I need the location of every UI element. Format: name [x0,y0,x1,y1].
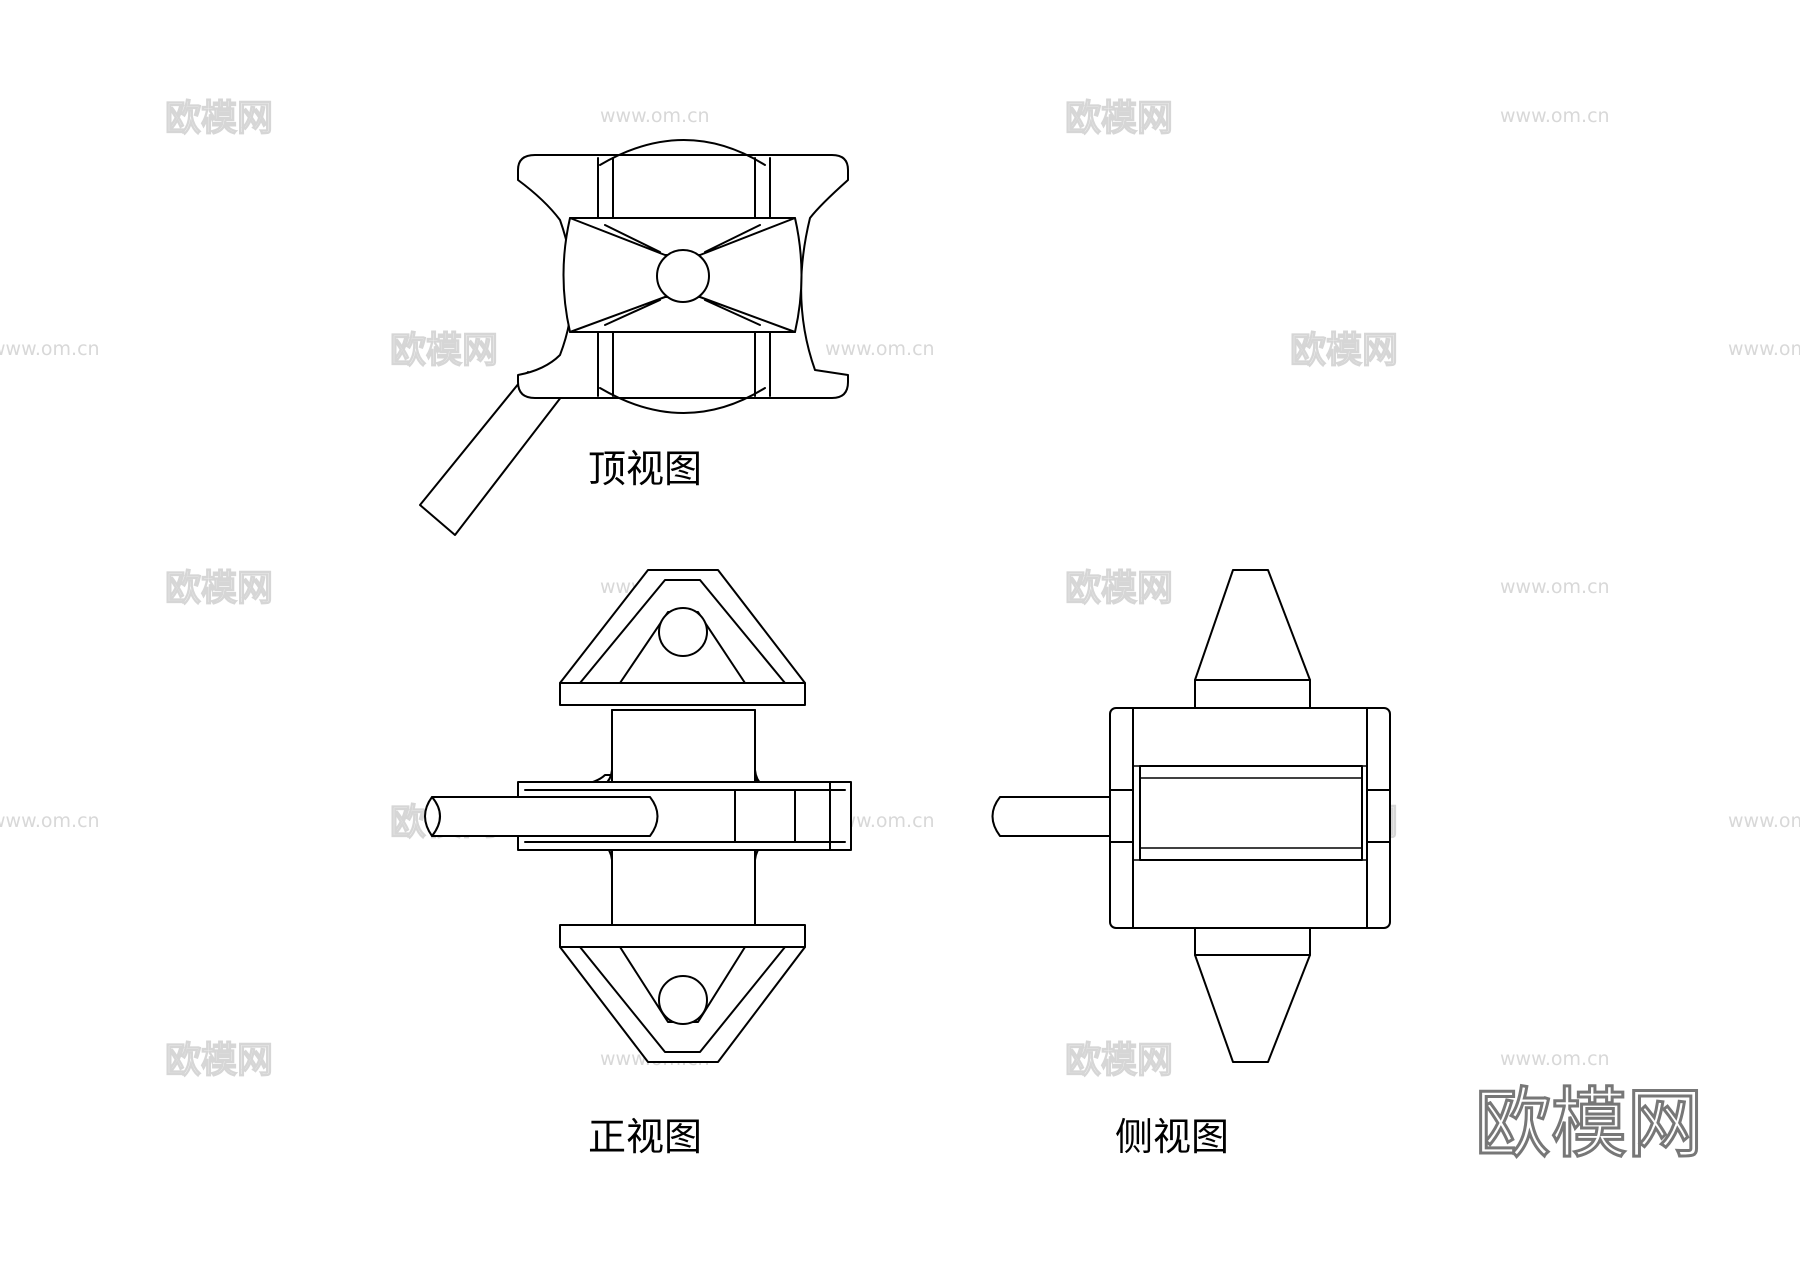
front-view-label: 正视图 [588,1115,702,1159]
side-view-window [1139,765,1363,861]
top-view-right-slots [754,157,771,397]
watermark-url: www.om.cn [1500,576,1610,598]
watermark-brand: 欧模网 [165,1040,273,1081]
top-view-label: 顶视图 [588,447,702,491]
front-view-upper-hole [658,607,708,657]
top-view-center-hole [656,249,710,303]
top-view-top-arc [599,139,766,166]
watermark-url: www.om.cn [1500,105,1610,127]
watermark-layer: 欧模网 www.om.cn 欧模网 www.om.cn www.om.cn 欧模… [0,97,1800,1081]
watermark-url: www.om.cn [1728,810,1800,832]
side-view-drawing [991,569,1391,1063]
watermark-url: www.om.cn [1728,338,1800,360]
watermark-url: www.om.cn [825,810,935,832]
watermark-brand: 欧模网 [1065,568,1173,609]
side-view-lower-spike [1194,924,1311,1063]
watermark-brand: 欧模网 [165,568,273,609]
watermark-url: www.om.cn [825,338,935,360]
top-view-left-slots [597,157,614,397]
watermark-brand: 欧模网 [165,98,273,139]
watermark-brand: 欧模网 [390,330,498,371]
watermark-brand: 欧模网 [1065,1040,1173,1081]
side-view-upper-spike [1194,569,1311,711]
front-view-pin-end [431,796,441,837]
front-view-pin [424,796,659,837]
top-view-drawing [419,139,849,536]
front-view-lower-hole [658,975,708,1025]
front-view-crossbar-detail [524,781,846,851]
watermark-url: www.om.cn [0,338,100,360]
watermark-brand: 欧模网 [1065,98,1173,139]
watermark-url: www.om.cn [0,810,100,832]
front-view-drawing [424,569,852,1063]
side-view-window-detail [1133,765,1367,861]
watermark-url: www.om.cn [600,105,710,127]
side-view-label: 侧视图 [1115,1115,1229,1159]
watermark-url: www.om.cn [1500,1048,1610,1070]
watermark-brand: 欧模网 [1290,330,1398,371]
logo: 欧模网 [1475,1079,1703,1168]
side-view-body-frame [1109,707,1391,929]
top-view-bottom-arc [599,387,766,414]
